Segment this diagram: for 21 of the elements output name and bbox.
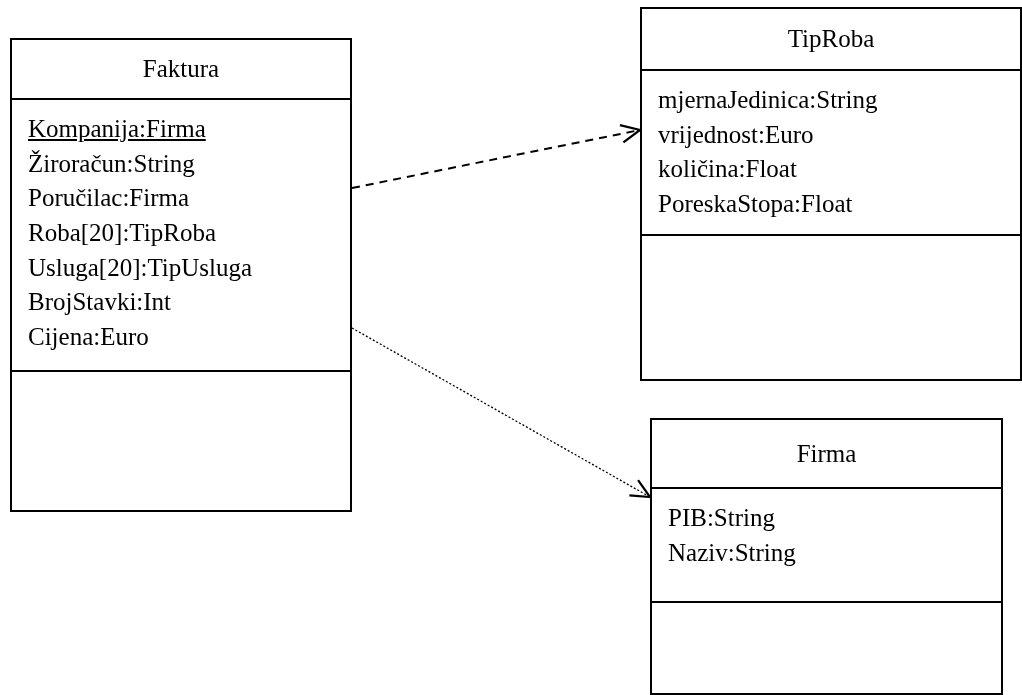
attribute-text: Žiroračun:String: [28, 148, 195, 179]
attribute-text: PIB:String: [668, 503, 775, 533]
attribute-text: količina:Float: [658, 154, 797, 185]
attribute-text: Naziv:String: [668, 537, 796, 568]
class-name: Firma: [796, 439, 857, 468]
class-name: TipRoba: [787, 25, 875, 53]
class-box: [10, 38, 352, 512]
attribute-text: Roba[20]:TipRoba: [28, 218, 216, 249]
attribute-text: Poručilac:Firma: [28, 183, 190, 214]
class-name: Faktura: [142, 55, 220, 83]
attribute-text: Kompanija:Firma: [28, 114, 206, 144]
dependency-arrow: [351, 327, 652, 499]
attribute-text: BrojStavki:Int: [28, 287, 172, 318]
attribute-text: Cijena:Euro: [28, 322, 149, 353]
dependency-arrow: [351, 123, 642, 189]
attribute-text: Usluga[20]:TipUsluga: [28, 252, 253, 283]
class-box: [640, 7, 1022, 381]
attribute-text: mjernaJedinica:String: [658, 85, 878, 115]
attribute-text: vrijednost:Euro: [658, 119, 814, 150]
class-box: [650, 418, 1003, 695]
attribute-text: PoreskaStopa:Float: [658, 189, 853, 220]
